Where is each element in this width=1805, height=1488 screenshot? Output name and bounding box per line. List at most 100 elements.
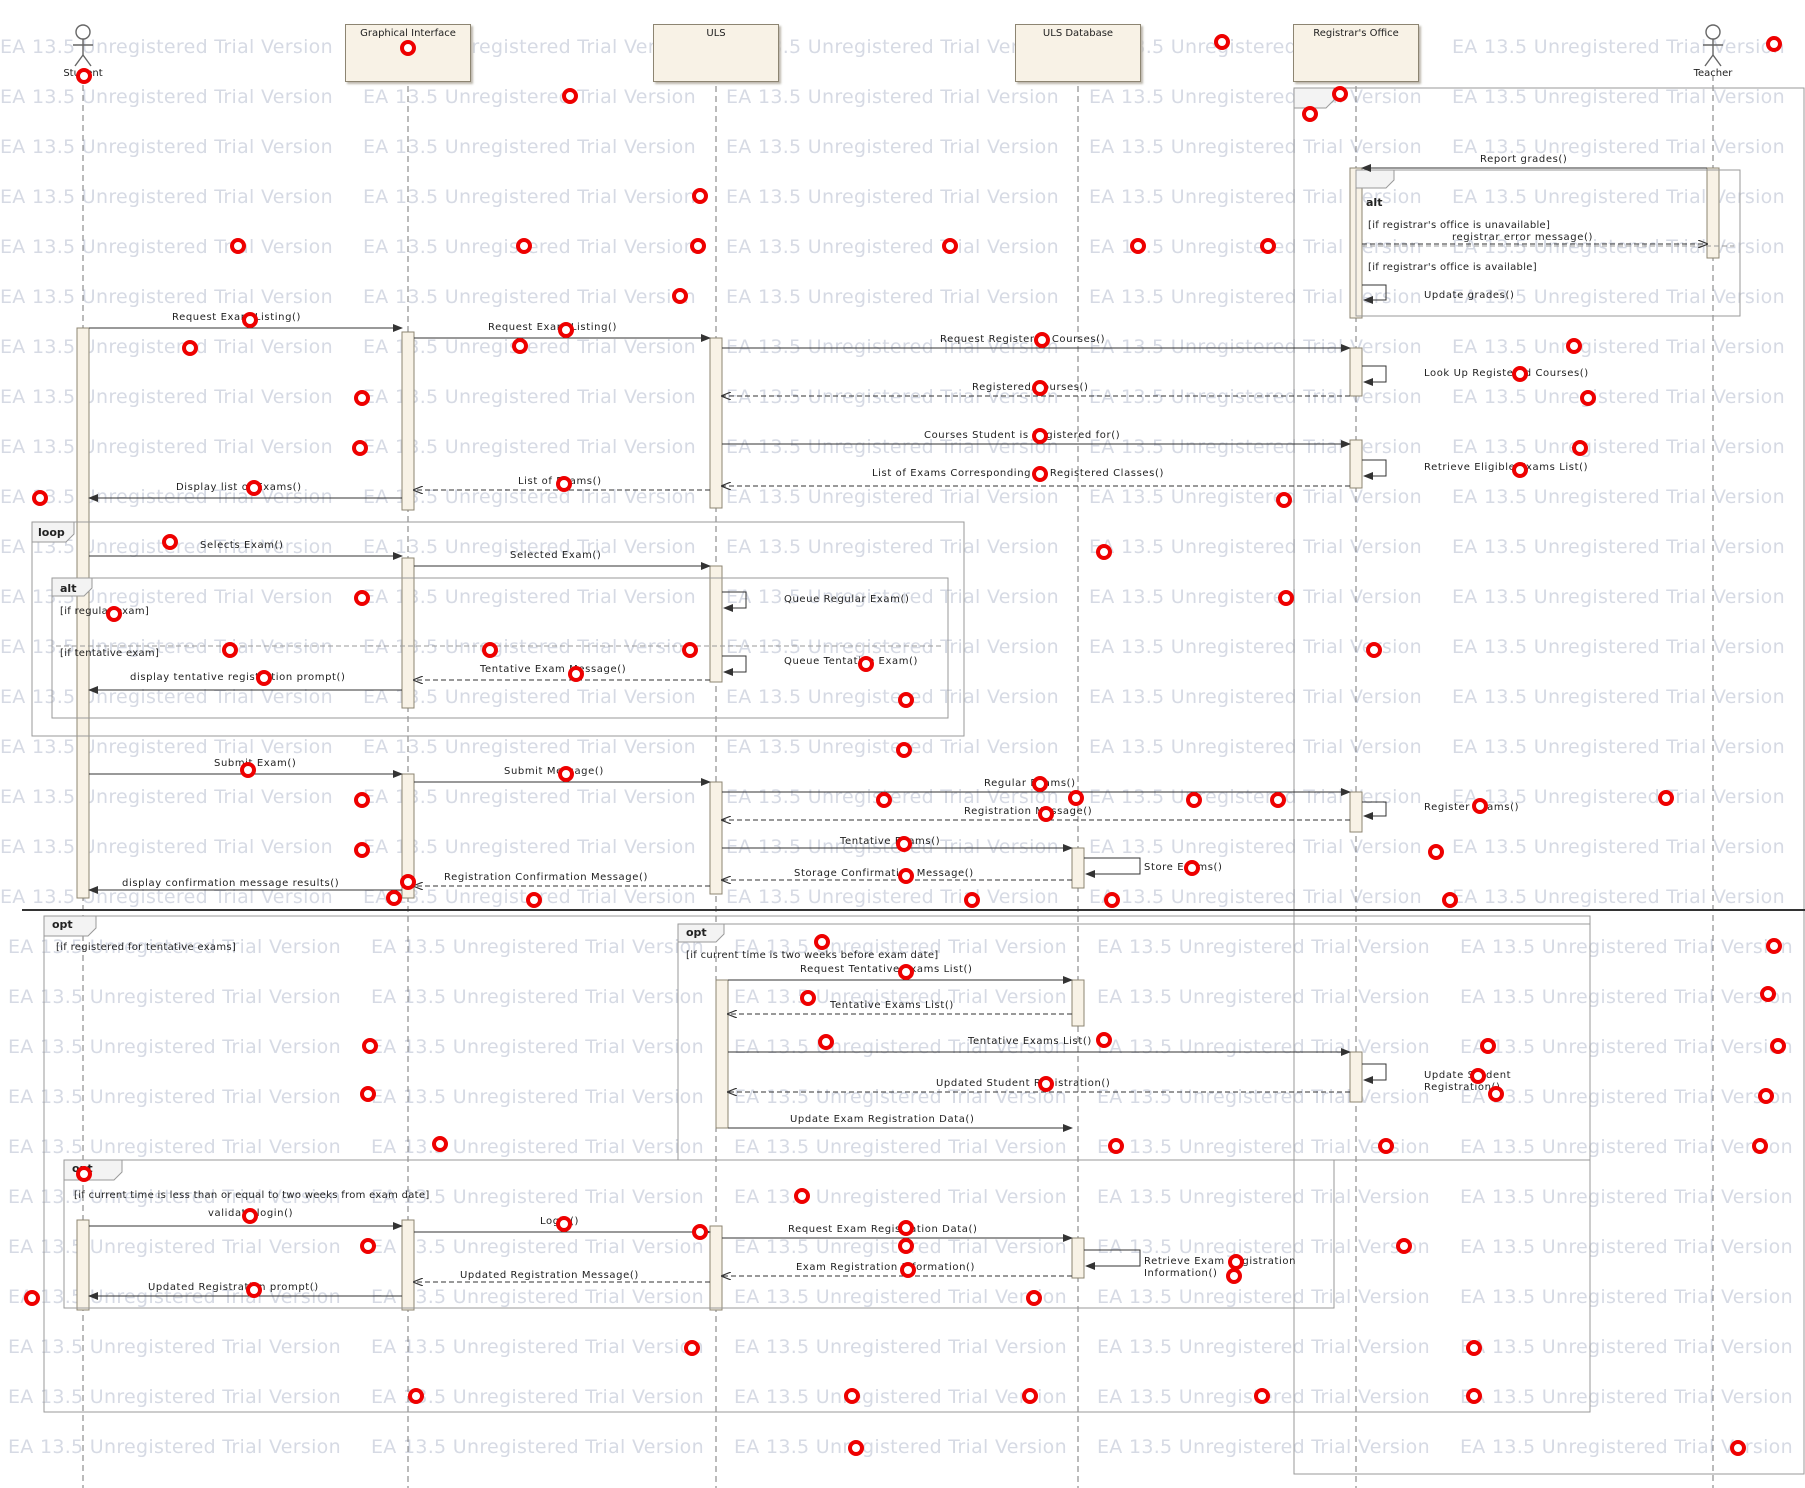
watermark-text: EA 13.5 Unregistered Trial Version [1097, 1236, 1430, 1258]
watermark-text: EA 13.5 Unregistered Trial Version [363, 86, 696, 108]
msg-regular-exams: Regular Exams() [984, 778, 1076, 789]
msg-update-student-registration: Update Student Registration() [1424, 1070, 1512, 1093]
msg-exam-registration-information: Exam Registration Information() [796, 1262, 976, 1273]
watermark-text: EA 13.5 Unregistered Trial Version [1460, 1036, 1793, 1058]
annotation-marker [1186, 792, 1202, 808]
annotation-marker [1766, 36, 1782, 52]
annotation-marker [1512, 462, 1528, 478]
watermark-text: EA 13.5 Unregistered Trial Version [726, 386, 1059, 408]
annotation-marker [76, 68, 92, 84]
annotation-marker [1260, 238, 1276, 254]
annotation-marker [898, 868, 914, 884]
frame-opt-two-weeks-tag: opt [686, 926, 707, 939]
watermark-text: EA 13.5 Unregistered Trial Version [726, 586, 1059, 608]
annotation-marker [1254, 1388, 1270, 1404]
watermark-text: EA 13.5 Unregistered Trial Version [1460, 986, 1793, 1008]
msg-request-exam-registration-data: Request Exam Registration Data() [788, 1224, 978, 1235]
activation-bar [709, 1225, 723, 1311]
watermark-text: EA 13.5 Unregistered Trial Version [1097, 1436, 1430, 1458]
activation-bar [401, 1219, 415, 1311]
watermark-text: EA 13.5 Unregistered Trial Version [363, 686, 696, 708]
annotation-marker [896, 742, 912, 758]
annotation-marker [222, 642, 238, 658]
annotation-marker [1758, 1088, 1774, 1104]
watermark-text: EA 13.5 Unregistered Trial Version [1452, 186, 1785, 208]
activation-bar [709, 337, 723, 509]
watermark-text: EA 13.5 Unregistered Trial Version [8, 1386, 341, 1408]
watermark-text: EA 13.5 Unregistered Trial Version [734, 1436, 1067, 1458]
msg-updated-registration-message: Updated Registration Message() [460, 1270, 639, 1281]
annotation-marker [1512, 366, 1528, 382]
msg-courses-student-registered: Courses Student is Registered for() [924, 430, 1121, 441]
lifeline-uls-label: ULS [706, 28, 726, 39]
watermark-text: EA 13.5 Unregistered Trial Version [8, 1186, 341, 1208]
watermark-text: EA 13.5 Unregistered Trial Version [726, 36, 1059, 58]
annotation-marker [898, 1220, 914, 1236]
annotation-marker [556, 1216, 572, 1232]
annotation-marker [354, 390, 370, 406]
annotation-marker [516, 238, 532, 254]
watermark-text: EA 13.5 Unregistered Trial Version [726, 186, 1059, 208]
annotation-marker [1472, 798, 1488, 814]
msg-store-exams: Store Exams() [1144, 862, 1222, 873]
watermark-text: EA 13.5 Unregistered Trial Version [1452, 386, 1785, 408]
watermark-text: EA 13.5 Unregistered Trial Version [1460, 1286, 1793, 1308]
activation-bar [715, 979, 729, 1129]
msg-updated-registration-prompt: Updated Registration prompt() [148, 1282, 319, 1293]
annotation-marker [1276, 492, 1292, 508]
watermark-text: EA 13.5 Unregistered Trial Version [0, 186, 333, 208]
annotation-marker [800, 990, 816, 1006]
teacher-actor-icon [1703, 24, 1723, 67]
annotation-marker [1658, 790, 1674, 806]
watermark-text: EA 13.5 Unregistered Trial Version [1460, 936, 1793, 958]
activation-bar [401, 331, 415, 511]
annotation-marker [858, 656, 874, 672]
watermark-text: EA 13.5 Unregistered Trial Version [726, 86, 1059, 108]
annotation-marker [1022, 1388, 1038, 1404]
annotation-marker [408, 1388, 424, 1404]
watermark-text: EA 13.5 Unregistered Trial Version [726, 836, 1059, 858]
watermark-text: EA 13.5 Unregistered Trial Version [1089, 686, 1422, 708]
msg-list-exams-registered-classes: List of Exams Corresponding to Registere… [872, 468, 1164, 479]
annotation-marker [1032, 466, 1048, 482]
watermark-text: EA 13.5 Unregistered Trial Version [363, 536, 696, 558]
annotation-marker [1068, 790, 1084, 806]
activation-bar [709, 565, 723, 683]
lifeline-uls-database-box: ULS Database [1015, 24, 1141, 82]
annotation-marker [1730, 1440, 1746, 1456]
annotation-marker [1488, 1086, 1504, 1102]
annotation-marker [1104, 892, 1120, 908]
watermark-text: EA 13.5 Unregistered Trial Version [371, 1286, 704, 1308]
watermark-text: EA 13.5 Unregistered Trial Version [363, 136, 696, 158]
annotation-marker [256, 670, 272, 686]
watermark-text: EA 13.5 Unregistered Trial Version [371, 936, 704, 958]
annotation-marker [512, 338, 528, 354]
annotation-marker [360, 1238, 376, 1254]
msg-tentative-exam-message: Tentative Exam Message() [480, 664, 627, 675]
watermark-row: EA 13.5 Unregistered Trial Version EA 13.… [0, 86, 1805, 108]
msg-registered-courses: Registered Courses() [972, 382, 1089, 393]
watermark-text: EA 13.5 Unregistered Trial Version [1089, 386, 1422, 408]
activation-bar [1349, 347, 1363, 397]
annotation-marker [814, 934, 830, 950]
annotation-marker [896, 836, 912, 852]
watermark-text: EA 13.5 Unregistered Trial Version [1097, 1286, 1430, 1308]
msg-selected-exam: Selected Exam() [510, 550, 602, 561]
watermark-text: EA 13.5 Unregistered Trial Version [726, 286, 1059, 308]
watermark-text: EA 13.5 Unregistered Trial Version [1097, 936, 1430, 958]
watermark-text: EA 13.5 Unregistered Trial Version [1460, 1386, 1793, 1408]
watermark-text: EA 13.5 Unregistered Trial Version [1089, 636, 1422, 658]
watermark-text: EA 13.5 Unregistered Trial Version [1452, 836, 1785, 858]
annotation-marker [558, 322, 574, 338]
watermark-text: EA 13.5 Unregistered Trial Version [363, 786, 696, 808]
activation-bar [1071, 1237, 1085, 1279]
watermark-text: EA 13.5 Unregistered Trial Version [8, 1036, 341, 1058]
annotation-marker [794, 1188, 810, 1204]
watermark-row: EA 13.5 Unregistered Trial Version EA 13.… [0, 186, 1805, 208]
watermark-text: EA 13.5 Unregistered Trial Version [1460, 1236, 1793, 1258]
activation-bar [1349, 1051, 1363, 1103]
watermark-text: EA 13.5 Unregistered Trial Version [8, 1136, 341, 1158]
annotation-marker [898, 964, 914, 980]
